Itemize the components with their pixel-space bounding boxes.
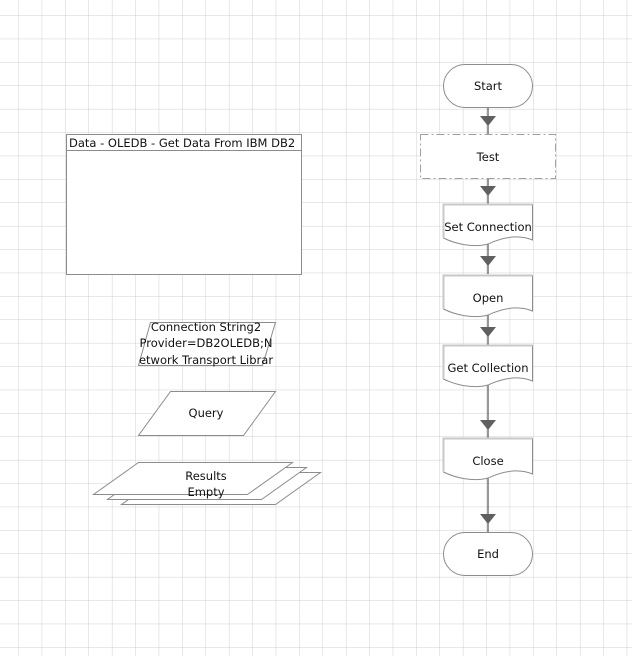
group-box[interactable]: Data - OLEDB - Get Data From IBM DB2 [66, 134, 302, 275]
start-label: Start [474, 79, 503, 93]
close-stage[interactable]: Close [442, 437, 533, 481]
results-line1: Results [185, 469, 227, 483]
test-label: Test [476, 150, 500, 164]
connection-string-data-item[interactable]: Connection String2 Provider=DB2OLEDB;N e… [137, 320, 277, 367]
close-label: Close [472, 454, 503, 468]
connection-line3: etwork Transport Librar [139, 353, 273, 367]
set-connection-stage[interactable]: Set Connection [442, 203, 533, 247]
open-label: Open [473, 291, 504, 305]
start-stage[interactable]: Start [443, 64, 533, 108]
end-stage[interactable]: End [443, 532, 533, 576]
results-collection-item[interactable]: Results Empty [91, 462, 323, 505]
open-stage[interactable]: Open [442, 274, 533, 318]
results-line2: Empty [187, 485, 224, 499]
get-collection-label: Get Collection [447, 361, 528, 375]
set-connection-label: Set Connection [444, 220, 532, 234]
arrowhead-icon [480, 186, 496, 196]
arrowhead-icon [480, 327, 496, 337]
arrowhead-icon [480, 116, 496, 126]
arrowhead-icon [480, 256, 496, 266]
arrowhead-icon [480, 514, 496, 524]
query-label: Query [189, 406, 224, 420]
connectors [480, 107, 496, 532]
end-label: End [477, 547, 499, 561]
connection-line1: Connection String2 [151, 320, 261, 334]
query-data-item[interactable]: Query [137, 391, 277, 436]
get-collection-stage[interactable]: Get Collection [442, 344, 533, 388]
test-stage[interactable]: Test [420, 134, 556, 179]
connection-line2: Provider=DB2OLEDB;N [140, 336, 273, 350]
group-box-title: Data - OLEDB - Get Data From IBM DB2 [69, 136, 295, 150]
arrowhead-icon [480, 420, 496, 430]
